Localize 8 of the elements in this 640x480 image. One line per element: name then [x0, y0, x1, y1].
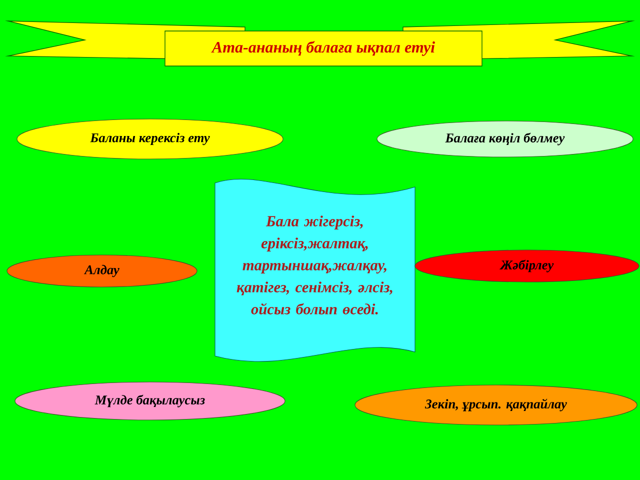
- ellipse-node: Мүлде бақылаусыз: [14, 382, 286, 420]
- wavy-banner: Бала жігерсіз, еріксіз,жалтақ, тартыншақ,жалқау, қатігез, сенімсіз, әлсіз, ойсыз болып өседі.: [214, 178, 416, 362]
- title-banner: Ата-ананың балаға ықпал етуі: [164, 30, 482, 66]
- ellipse-node: Балаға көңіл бөлмеу: [376, 120, 634, 158]
- ellipse-node: Алдау: [6, 254, 198, 288]
- ellipse-node: Жәбірлеу: [414, 250, 640, 282]
- ellipse-node: Зекіп, ұрсып. қақпайлау: [354, 384, 638, 426]
- ellipse-node: Баланы керексіз ету: [16, 118, 284, 160]
